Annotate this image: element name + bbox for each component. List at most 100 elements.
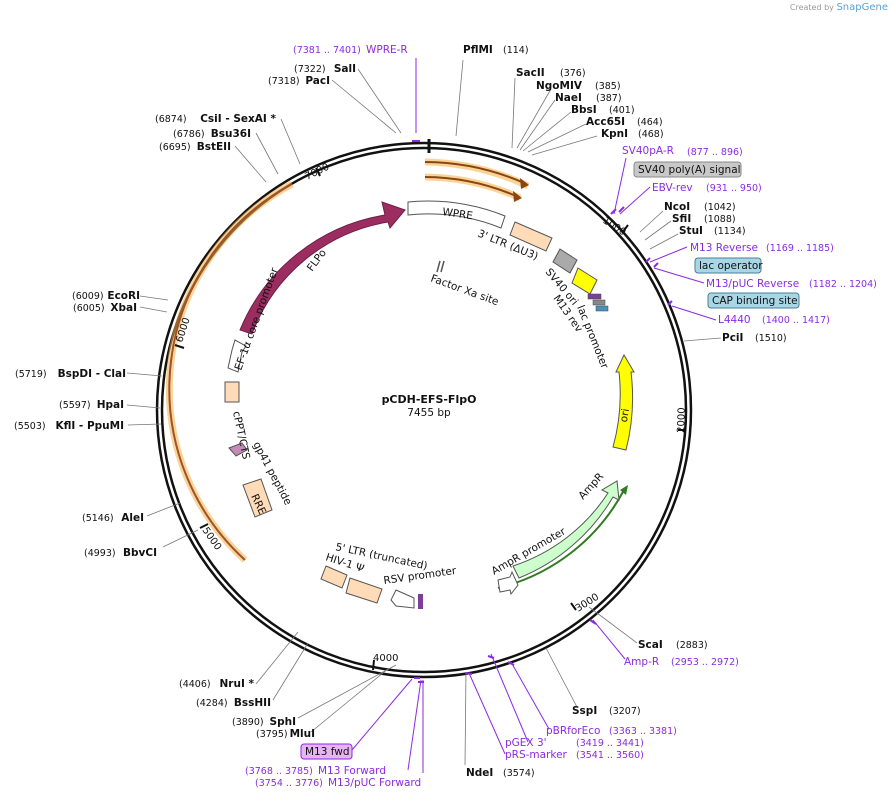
enzyme-stui[interactable]: StuI (679, 225, 703, 237)
primer-pgex3[interactable]: pGEX 3' (505, 737, 547, 749)
top-arc-1 (424, 161, 525, 184)
sv40-polya-box[interactable] (633, 161, 742, 178)
primer-sv40pa-r-pos: (877 .. 896) (687, 147, 743, 158)
primer-prs-marker[interactable]: pRS-marker (505, 749, 568, 761)
enzyme-bsu36i-pos: (6786) (173, 129, 205, 140)
cap-binding-box[interactable] (707, 292, 800, 309)
primer-m13-puc-reverse-pos: (1182 .. 1204) (809, 279, 877, 290)
enzyme-scai-pos: (2883) (676, 640, 708, 651)
rsv-marker (418, 594, 423, 609)
enzyme-ngomiv[interactable]: NgoMIV (536, 80, 583, 92)
enzyme-pflmi[interactable]: PflMI (463, 44, 493, 56)
tick-mark-4000 (372, 659, 375, 671)
ampr-promoter-feature[interactable] (497, 570, 519, 596)
enzyme-mlui[interactable]: MluI (290, 728, 315, 740)
rsv-promoter-feature[interactable] (390, 589, 415, 609)
sv40-ori-feature[interactable] (552, 248, 578, 274)
enzyme-xbai[interactable]: XbaI (110, 302, 137, 314)
gp41-feature[interactable] (228, 442, 248, 457)
enzyme-acc65i[interactable]: Acc65I (586, 116, 625, 128)
enzyme-pcii[interactable]: PciI (722, 332, 743, 344)
primer-amp-r[interactable]: Amp-R (624, 656, 659, 668)
label-cap-binding: CAP binding site (712, 295, 798, 307)
label-m13-fwd: M13 fwd (305, 746, 350, 758)
enzyme-sacii[interactable]: SacII (516, 67, 545, 79)
primer-ebv-rev[interactable]: EBV-rev (652, 182, 693, 194)
enzyme-sfii-pos: (1088) (704, 214, 736, 225)
tick-label-3000: 3000 (574, 592, 601, 615)
primer-sv40pa-r[interactable]: SV40pA-R (622, 145, 674, 157)
primer-m13-forward-pos: (3768 .. 3785) (245, 766, 313, 777)
primer-m13-forward[interactable]: M13 Forward (318, 765, 386, 777)
lac-operator-feature[interactable] (592, 299, 606, 306)
ampr-feature[interactable] (512, 480, 620, 579)
enzyme-sali[interactable]: SalI (334, 63, 356, 75)
enzyme-bbsi-pos: (401) (609, 105, 635, 116)
top-arc-1-head (520, 178, 529, 189)
primer-l4440[interactable]: L4440 (718, 314, 751, 326)
wpre-feature[interactable] (407, 200, 506, 229)
enzyme-sali-pos: (7322) (294, 64, 326, 75)
enzyme-hpai-pos: (5597) (59, 400, 91, 411)
primer-m13-reverse[interactable]: M13 Reverse (690, 242, 758, 254)
cap-site-feature[interactable] (595, 305, 609, 312)
primer-wpre-r[interactable]: WPRE-R (366, 44, 408, 56)
enzyme-ndei-pos: (3574) (503, 768, 535, 779)
enzyme-paci-pos: (7318) (268, 76, 300, 87)
primer-ebv-rev-pos: (931 .. 950) (706, 183, 762, 194)
enzyme-csii[interactable]: CsiI - SexAI * (200, 113, 276, 125)
ltr5-feature[interactable] (345, 577, 383, 604)
enzyme-bspdi-pos: (5719) (15, 369, 47, 380)
primer-pbrforeco[interactable]: pBRforEco (546, 725, 600, 737)
enzyme-sspi[interactable]: SspI (572, 705, 597, 717)
enzyme-bsu36i[interactable]: Bsu36I (211, 128, 251, 140)
enzyme-bsteii-pos: (6695) (159, 142, 191, 153)
cppt-feature[interactable] (224, 381, 240, 403)
rre-feature[interactable] (242, 478, 273, 518)
enzyme-kfli[interactable]: KflI - PpuMI (55, 420, 124, 432)
enzyme-labels: PflMI (114) SacII (376) NgoMIV (385) Nae… (14, 44, 787, 779)
enzyme-nrui[interactable]: NruI * (220, 678, 255, 690)
primer-m13-puc-forward[interactable]: M13/pUC Forward (328, 777, 421, 789)
ef1a-feature[interactable] (227, 339, 247, 373)
tick-mark-3000 (570, 602, 577, 611)
primer-m13-puc-reverse[interactable]: M13/pUC Reverse (706, 278, 799, 290)
label-sv40-polya: SV40 poly(A) signal (638, 164, 741, 176)
enzyme-csii-pos: (6874) (155, 114, 187, 125)
cargo-arc (168, 183, 293, 561)
enzyme-pcii-pos: (1510) (755, 333, 787, 344)
enzyme-ndei[interactable]: NdeI (466, 767, 493, 779)
m13-rev-feature[interactable] (587, 293, 602, 300)
enzyme-bsteii[interactable]: BstEII (197, 141, 231, 153)
enzyme-bspdi[interactable]: BspDI - ClaI (58, 368, 126, 380)
enzyme-naei-pos: (387) (596, 93, 622, 104)
enzyme-ecori[interactable]: EcoRI (107, 290, 140, 302)
enzyme-acc65i-pos: (464) (637, 117, 663, 128)
label-lac-operator: lac operator (699, 260, 763, 272)
enzyme-naei[interactable]: NaeI (555, 92, 582, 104)
enzyme-scai[interactable]: ScaI (638, 639, 663, 651)
hiv-psi-feature[interactable] (320, 565, 348, 589)
enzyme-paci[interactable]: PacI (305, 75, 330, 87)
enzyme-sphi[interactable]: SphI (270, 716, 296, 728)
tick-mark-1000 (621, 224, 629, 234)
enzyme-ncoi[interactable]: NcoI (664, 201, 690, 213)
ori-feature[interactable] (612, 353, 635, 451)
m13-fwd-box[interactable] (300, 743, 353, 760)
flpo-feature[interactable] (239, 201, 406, 335)
factor-xa-mark-1 (436, 260, 441, 273)
enzyme-alei[interactable]: AleI (121, 512, 144, 524)
enzyme-sfii[interactable]: SfiI (672, 213, 691, 225)
enzyme-kpni[interactable]: KpnI (601, 128, 628, 140)
enzyme-bbsi[interactable]: BbsI (571, 104, 597, 116)
enzyme-kpni-pos: (468) (638, 129, 664, 140)
ltr3-feature[interactable] (509, 221, 553, 252)
enzyme-bsshii[interactable]: BssHII (234, 697, 271, 709)
lac-promoter-feature[interactable] (571, 267, 598, 295)
enzyme-mlui-pos: (3795) (256, 729, 288, 740)
lac-operator-box[interactable] (694, 257, 762, 274)
label-lac-promoter: lac promoter (574, 304, 611, 371)
enzyme-hpai[interactable]: HpaI (97, 399, 124, 411)
enzyme-bbvci[interactable]: BbvCI (123, 547, 157, 559)
